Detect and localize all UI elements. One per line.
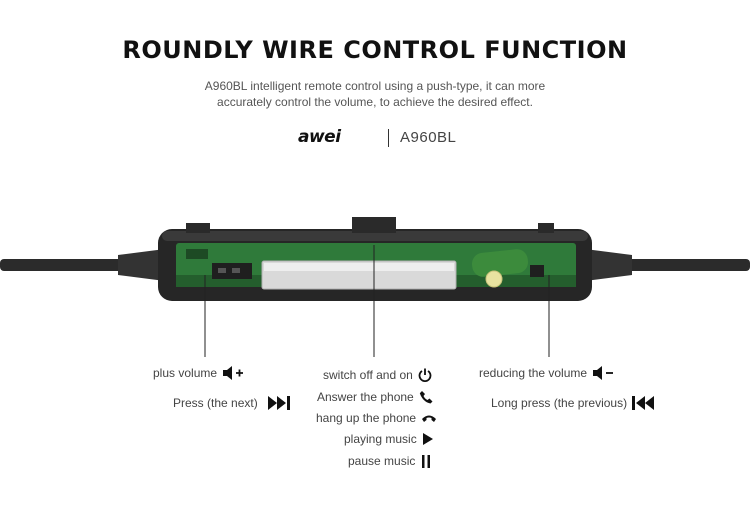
function-play-music: playing music bbox=[344, 430, 434, 448]
product-description: A960BL intelligent remote control using … bbox=[175, 78, 575, 110]
battery-highlight bbox=[264, 263, 454, 271]
shell-bump-right bbox=[538, 223, 554, 233]
volume-up-icon bbox=[222, 366, 244, 380]
function-plus-volume: plus volume bbox=[153, 364, 244, 382]
previous-track-icon bbox=[632, 396, 656, 410]
play-icon bbox=[422, 433, 434, 445]
function-label: Long press (the previous) bbox=[491, 396, 628, 410]
model-number: A960BL bbox=[400, 129, 457, 146]
microphone-dot bbox=[485, 270, 503, 288]
function-label: switch off and on bbox=[323, 368, 413, 382]
shell-bump-left bbox=[186, 223, 210, 233]
function-reduce-volume: reducing the volume bbox=[479, 364, 614, 382]
function-previous-track: Long press (the previous) bbox=[491, 394, 656, 412]
remote-control-illustration bbox=[0, 217, 750, 357]
function-next-track: Press (the next) bbox=[173, 394, 292, 412]
description-line-2: accurately control the volume, to achiev… bbox=[217, 95, 533, 109]
left-cable bbox=[0, 259, 125, 271]
pcb-component-5 bbox=[530, 265, 544, 277]
function-label: reducing the volume bbox=[479, 366, 588, 380]
next-track-icon bbox=[267, 396, 292, 410]
phone-answer-icon bbox=[419, 390, 433, 404]
right-cable-strain-relief bbox=[585, 249, 632, 281]
shell-bump-center bbox=[352, 217, 396, 233]
function-power: switch off and on bbox=[323, 366, 432, 384]
function-label: Answer the phone bbox=[317, 390, 414, 404]
pcb-component-4 bbox=[232, 268, 240, 273]
pcb-component-3 bbox=[218, 268, 226, 273]
function-answer-phone: Answer the phone bbox=[317, 388, 433, 406]
function-label: plus volume bbox=[153, 366, 218, 380]
volume-down-icon bbox=[592, 366, 614, 380]
function-pause-music: pause music bbox=[348, 452, 431, 470]
function-label: playing music bbox=[344, 432, 417, 446]
function-hangup-phone: hang up the phone bbox=[316, 409, 437, 427]
pause-icon bbox=[422, 454, 431, 468]
brand-row: awei A960BL bbox=[0, 126, 750, 150]
function-label: Press (the next) bbox=[173, 396, 258, 410]
description-line-1: A960BL intelligent remote control using … bbox=[204, 79, 546, 93]
phone-hangup-icon bbox=[421, 413, 437, 423]
function-label: hang up the phone bbox=[316, 411, 417, 425]
brand-separator bbox=[388, 129, 389, 147]
pcb-component-1 bbox=[186, 249, 208, 259]
page-title: ROUNDLY WIRE CONTROL FUNCTION bbox=[122, 36, 628, 64]
right-cable bbox=[625, 259, 750, 271]
function-label: pause music bbox=[348, 454, 416, 468]
multi-function-button bbox=[471, 249, 529, 277]
left-cable-strain-relief bbox=[118, 249, 165, 281]
remote-shell-top-edge bbox=[162, 231, 588, 241]
power-icon bbox=[418, 368, 432, 382]
brand-logo: awei bbox=[298, 127, 341, 147]
